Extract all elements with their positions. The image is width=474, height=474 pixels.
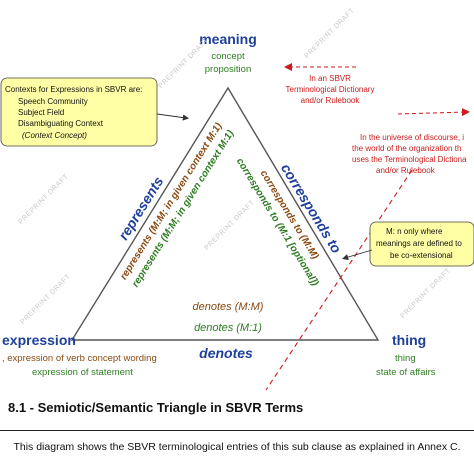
meaning-title: meaning <box>199 31 257 47</box>
figure-caption: 8.1 - Semiotic/Semantic Triangle in SBVR… <box>8 400 304 415</box>
contexts-line-2: Speech Community <box>18 97 88 106</box>
mn-line-3: be co-extensional <box>390 251 453 260</box>
thing-title: thing <box>392 332 426 348</box>
denotes-title: denotes <box>199 345 253 361</box>
contexts-callout-box <box>0 77 158 147</box>
caption-divider <box>0 430 474 431</box>
denotes-line-1: denotes (M:M) <box>193 301 264 313</box>
mn-line-2: meanings are defined to <box>376 239 462 248</box>
dictionary-line-3: and/or Rulebook <box>301 96 361 105</box>
represents-title: represents <box>115 173 167 242</box>
mn-line-1: M: n only where <box>386 227 443 236</box>
dictionary-line-2: Terminological Dictionary <box>286 85 375 94</box>
universe-line-4: and/or Rulebook <box>376 166 436 175</box>
universe-note: In the universe of discourse, i the worl… <box>352 108 470 175</box>
expression-line-1: , expression of verb concept wording <box>2 353 157 364</box>
contexts-line-5: (Context Concept) <box>22 131 87 140</box>
mn-callout-pointer <box>341 249 373 261</box>
mn-callout: M: n only where meanings are defined to … <box>341 221 474 267</box>
contexts-line-3: Subject Field <box>18 108 64 117</box>
expression-line-2: expression of statement <box>32 367 133 378</box>
contexts-callout: Contexts for Expressions in SBVR are: Sp… <box>0 77 190 147</box>
dictionary-line-1: In an SBVR <box>309 74 351 83</box>
contexts-line-4: Disambiguating Context <box>18 119 104 128</box>
figure-footnote: This diagram shows the SBVR terminologic… <box>13 441 461 453</box>
mn-callout-box <box>369 221 474 267</box>
corresponds-edge-labels: corresponds to corresponds to (M:M) corr… <box>234 156 345 288</box>
universe-line-2: the world of the organization th <box>352 144 461 153</box>
contexts-callout-pointer <box>156 113 190 121</box>
denotes-line-2: denotes (M:1) <box>194 322 262 334</box>
thing-line-2: state of affairs <box>376 367 436 378</box>
universe-arrow <box>397 108 470 117</box>
universe-line-3: uses the Terminological Dictiona <box>352 155 467 164</box>
expression-title: expression <box>2 332 76 348</box>
meaning-line-2: proposition <box>205 64 251 75</box>
universe-line-1: In the universe of discourse, i <box>360 133 464 142</box>
thing-line-1: thing <box>395 353 416 364</box>
meaning-line-1: concept <box>211 51 245 62</box>
discourse-separator-line <box>265 169 413 391</box>
contexts-line-1: Contexts for Expressions in SBVR are: <box>5 85 142 94</box>
triangle-outline <box>70 86 380 341</box>
dictionary-note: In an SBVR Terminological Dictionary and… <box>284 63 375 105</box>
